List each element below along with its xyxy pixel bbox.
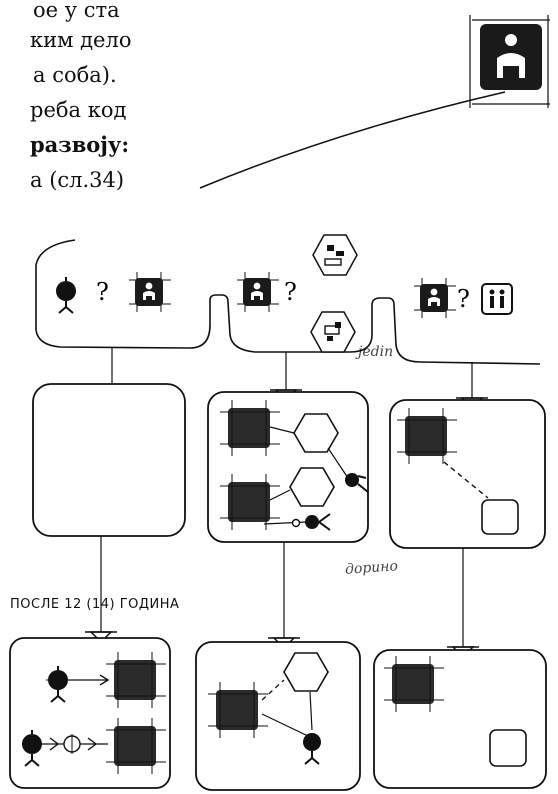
child-icon <box>129 272 171 312</box>
connector-line <box>200 92 505 188</box>
furniture-plan-icon <box>311 312 355 352</box>
child-icon <box>414 278 456 318</box>
two-persons-icon <box>482 284 512 314</box>
question-mark-3: ? <box>457 285 470 313</box>
child-icon <box>237 272 279 312</box>
furniture-plan-icon <box>313 235 357 275</box>
room-box-empty <box>33 384 185 536</box>
question-mark-2: ? <box>284 278 297 306</box>
question-mark-1: ? <box>96 278 109 306</box>
empty-room-small <box>482 500 518 534</box>
adult-figure-icon <box>56 277 76 313</box>
top-child-icon <box>470 15 550 108</box>
empty-room-small <box>490 730 526 766</box>
